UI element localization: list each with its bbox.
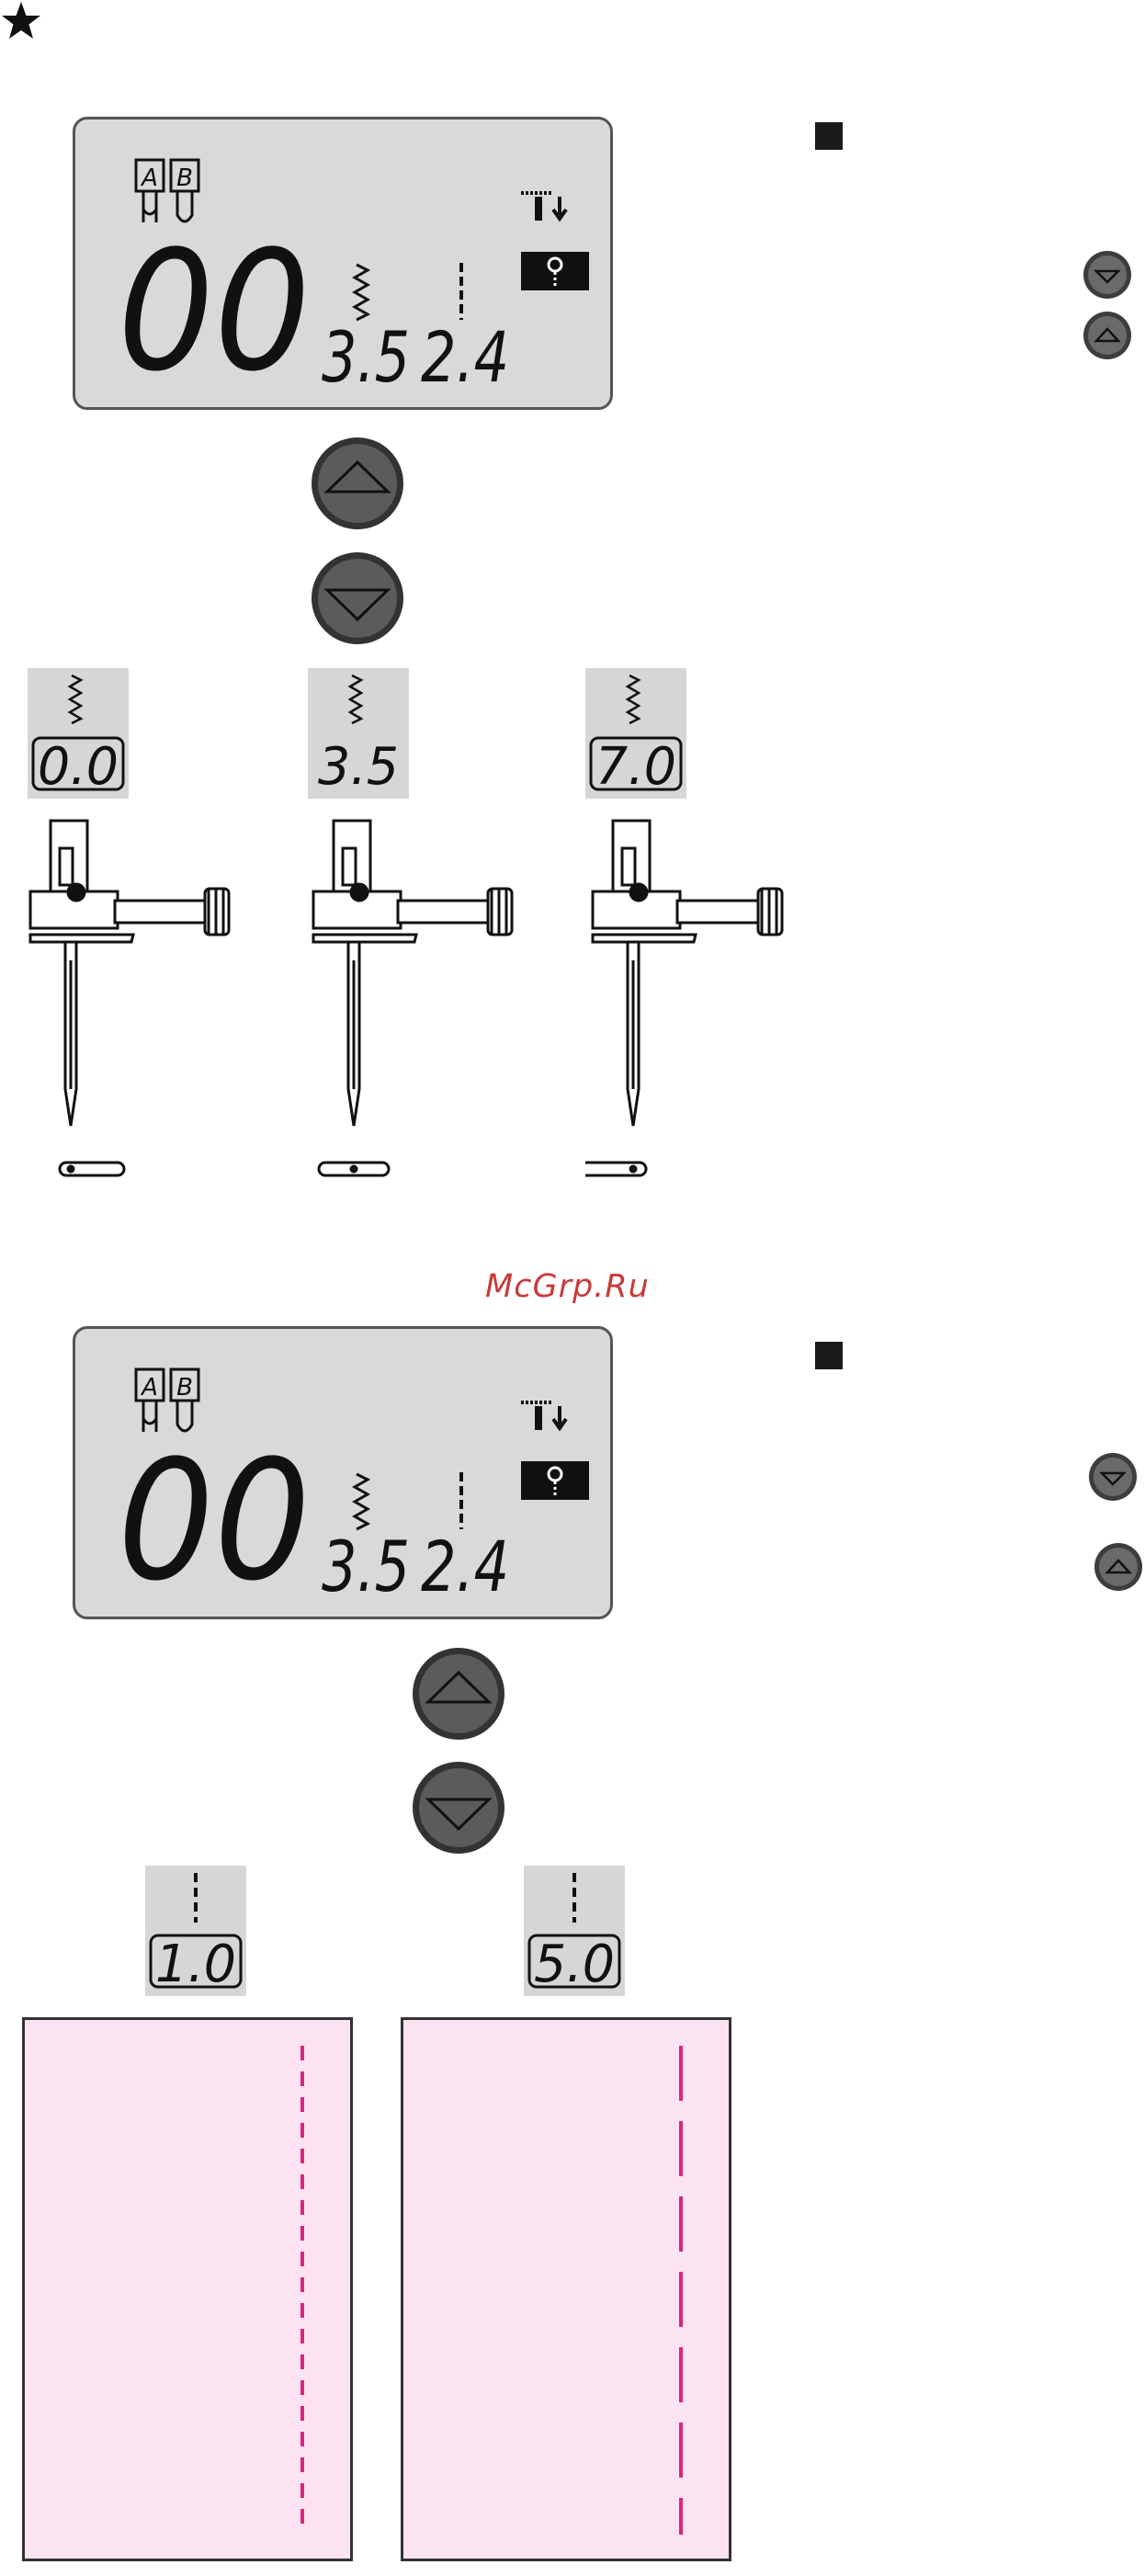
arrow-up-button-icon [1081,309,1134,362]
star-icon [0,0,42,42]
square-bullet-icon [815,1342,843,1369]
watermark-text: McGrp.Ru [485,1268,650,1305]
width-chip-mid: 3.5 [308,668,409,799]
zigzag-width-icon [350,675,361,723]
length-increase-button[interactable] [410,1645,507,1742]
arrow-down-button-icon [1081,248,1134,301]
length-setting-1: 5.0 [534,1935,615,1994]
zigzag-width-icon [355,1474,368,1529]
arrow-up-button-icon [410,1645,507,1742]
length-value: 2.4 [421,1526,509,1607]
stitch-number: 00 [118,1425,311,1617]
length-value: 2.4 [421,316,509,398]
length-decrease-button[interactable] [410,1759,507,1856]
width-decrease-button[interactable] [309,550,406,647]
lcd-display: A B 00 3.5 2.4 [73,117,613,410]
small-arrow-up-button[interactable] [1081,309,1134,362]
width-setting-0: 0.0 [38,737,119,797]
fabric-sample-short-stitch [22,2017,353,2561]
foot-b-label: B [176,1374,193,1401]
foot-a-label: A [140,165,158,192]
arrow-down-button-icon [1086,1450,1139,1504]
fabric-sample-long-stitch [401,2017,731,2561]
width-value: 3.5 [322,316,410,398]
small-arrow-up-button[interactable] [1092,1540,1145,1594]
arrow-down-button-icon [410,1759,507,1856]
arrow-up-button-icon [1092,1540,1145,1594]
foot-a-label: A [140,1374,158,1401]
small-arrow-down-button[interactable] [1081,248,1134,301]
lcd-display: A B 00 3.5 2.4 [73,1326,613,1619]
width-setting-2: 7.0 [595,737,676,797]
needle-position-icon [521,1402,589,1500]
small-arrow-down-button[interactable] [1086,1450,1139,1504]
square-bullet-icon [815,122,843,150]
arrow-down-button-icon [309,550,406,647]
needle-position-icon [521,193,589,290]
needle-clamp-right [585,813,806,1181]
needle-clamp-center [306,813,527,1181]
width-value: 3.5 [322,1526,410,1607]
length-setting-0: 1.0 [155,1935,236,1994]
arrow-up-button-icon [309,435,406,532]
length-chip-short: 1.0 [145,1866,246,1996]
length-chip-long: 5.0 [524,1866,625,1996]
foot-b-label: B [176,165,193,192]
width-increase-button[interactable] [309,435,406,532]
width-setting-1: 3.5 [318,737,399,797]
zigzag-width-icon [70,675,81,723]
needle-clamp-left [23,813,244,1181]
width-chip-max: 7.0 [585,668,686,799]
width-chip-min: 0.0 [28,668,129,799]
zigzag-width-icon [355,265,368,320]
stitch-number: 00 [118,216,311,408]
zigzag-width-icon [628,675,639,723]
